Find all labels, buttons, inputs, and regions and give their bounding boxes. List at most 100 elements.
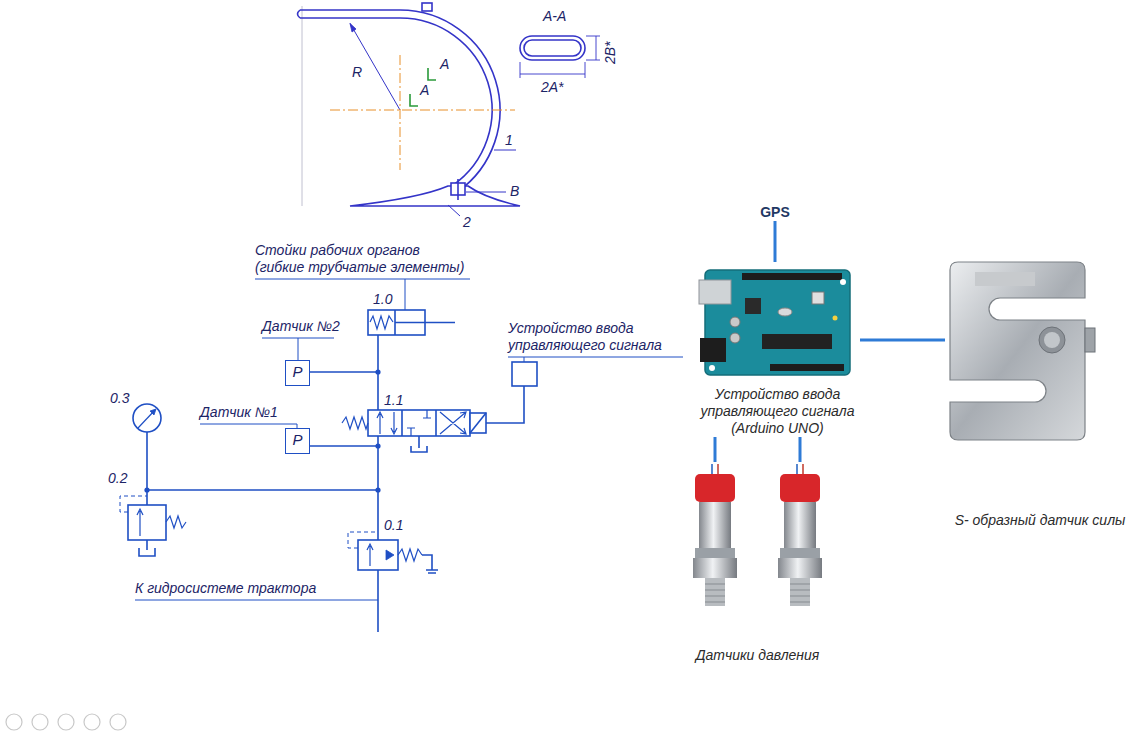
frame-line bbox=[302, 6, 303, 206]
leader-line bbox=[494, 150, 516, 151]
pressure-valve-symbol bbox=[367, 544, 373, 566]
crystal bbox=[778, 308, 792, 316]
junction-dot bbox=[375, 487, 380, 492]
leader-line bbox=[448, 205, 460, 216]
valve-symbol bbox=[377, 410, 466, 436]
tube-outer bbox=[300, 10, 500, 192]
connector-line bbox=[860, 339, 945, 342]
force-sensor-node: S- образный датчик силы bbox=[945, 250, 1135, 529]
pressure-sensor bbox=[693, 464, 737, 606]
component-number: 0.2 bbox=[108, 470, 127, 487]
view-letter: В bbox=[510, 183, 519, 200]
chip bbox=[762, 334, 832, 349]
pilot-line bbox=[120, 496, 147, 512]
capacitor bbox=[730, 317, 740, 327]
center-line bbox=[330, 55, 515, 170]
sensor-thread bbox=[705, 578, 725, 606]
connector-line bbox=[774, 221, 777, 262]
chip bbox=[745, 298, 761, 314]
spring-symbol bbox=[370, 316, 393, 329]
sensor-cap bbox=[780, 474, 820, 502]
part-number: 1 bbox=[505, 132, 513, 149]
toolbar-icon bbox=[58, 714, 74, 730]
pressure-valve-symbol bbox=[358, 540, 398, 570]
dimension-label: 2А* bbox=[541, 79, 564, 96]
node-caption: Устройство ввода управляющего сигнала (A… bbox=[695, 386, 860, 437]
mount-hole bbox=[840, 279, 846, 285]
mount-hole bbox=[1039, 327, 1065, 353]
sensor-letter: P bbox=[292, 361, 302, 383]
usb-socket bbox=[699, 280, 731, 304]
sensor-nut bbox=[778, 558, 822, 578]
junction-dot bbox=[144, 487, 149, 492]
callout-text: К гидросистеме трактора bbox=[135, 580, 316, 597]
sensor-ring bbox=[695, 548, 735, 558]
callout-text: Устройство ввода управляющего сигнала bbox=[508, 320, 683, 354]
sensor-nut bbox=[693, 558, 737, 578]
toolbar-icon bbox=[110, 714, 126, 730]
node-caption: Датчики давления bbox=[680, 647, 835, 664]
dimension-label: 2В* bbox=[602, 41, 619, 64]
radius-arrow bbox=[350, 23, 356, 32]
pressure-sensor-box: P bbox=[285, 360, 310, 386]
tube-end bbox=[298, 10, 301, 18]
s-load-cell bbox=[950, 262, 1085, 440]
tube-inner bbox=[300, 18, 492, 185]
pressure-sensors-node: Датчики давления bbox=[680, 462, 835, 664]
bolt bbox=[457, 179, 459, 200]
controller-node: Устройство ввода управляющего сигнала (A… bbox=[695, 262, 860, 437]
radius-label: R bbox=[352, 64, 362, 81]
sensor-thread bbox=[790, 584, 810, 602]
mount-hole bbox=[1044, 332, 1060, 348]
junction-dot bbox=[375, 369, 380, 374]
mount-hole bbox=[709, 365, 715, 371]
power-jack bbox=[700, 338, 726, 362]
center-line bbox=[330, 110, 515, 111]
leader-line bbox=[200, 424, 297, 428]
part-number: 2 bbox=[463, 214, 471, 231]
tank-symbol bbox=[411, 436, 427, 452]
sweep-plate bbox=[350, 186, 520, 206]
pressure-sensor bbox=[778, 464, 822, 606]
callout-text: Стойки рабочих органов (гибкие трубчатые… bbox=[255, 242, 470, 276]
sensor-cap bbox=[695, 474, 735, 502]
connector-line bbox=[799, 437, 802, 462]
header-strip bbox=[742, 273, 842, 280]
section-letter: А bbox=[420, 82, 429, 99]
section-mark bbox=[428, 68, 436, 80]
signal-line bbox=[486, 386, 524, 423]
relief-valve-symbol bbox=[128, 505, 166, 540]
tank-symbol bbox=[139, 540, 155, 556]
cross-section bbox=[520, 36, 600, 78]
pressure-sensor-box: P bbox=[285, 428, 310, 454]
cable-gland bbox=[1085, 328, 1095, 352]
junction-dot bbox=[144, 369, 380, 492]
connector-line bbox=[714, 437, 717, 462]
sensor-ring bbox=[780, 548, 820, 558]
label-plate bbox=[975, 272, 1035, 286]
sensor-letter: P bbox=[292, 429, 302, 451]
sensor-thread bbox=[790, 578, 810, 606]
node-caption: S- образный датчик силы bbox=[945, 512, 1135, 529]
valve-symbol bbox=[368, 410, 470, 436]
led bbox=[833, 316, 838, 321]
gps-node: GPS bbox=[755, 203, 795, 221]
drain-line bbox=[422, 555, 438, 573]
tine-drawing bbox=[298, 3, 521, 216]
component-number: 1.1 bbox=[384, 392, 403, 409]
leader-line bbox=[466, 192, 506, 193]
section-title: А-А bbox=[543, 8, 566, 25]
callout-text: Датчик №2 bbox=[262, 318, 340, 335]
radius-line bbox=[350, 23, 400, 110]
toolbar-icon bbox=[32, 714, 48, 730]
gauge-symbol bbox=[150, 409, 156, 415]
hydraulic-schematic bbox=[120, 279, 683, 632]
capacitor bbox=[730, 333, 740, 343]
junction-dot bbox=[375, 443, 380, 448]
cylinder-symbol bbox=[395, 310, 455, 335]
section-mark bbox=[410, 94, 418, 106]
clamp bbox=[422, 3, 432, 11]
signal-input-box bbox=[512, 362, 537, 386]
